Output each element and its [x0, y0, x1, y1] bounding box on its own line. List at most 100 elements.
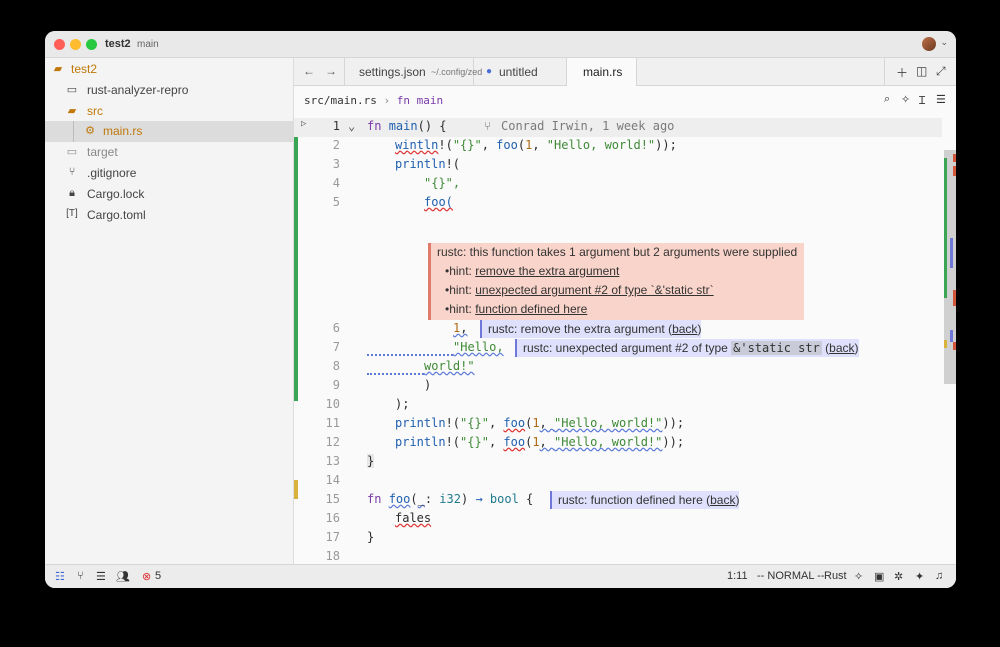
hint-prefix: •hint:	[445, 302, 476, 316]
search-icon[interactable]: ⌕	[884, 93, 891, 105]
hint-link[interactable]: function defined here	[475, 302, 588, 316]
code-token: fn	[367, 492, 389, 506]
code-token: "Hello, world!"	[554, 416, 663, 430]
code-token: bool	[489, 492, 519, 506]
fold-chevron-icon[interactable]: ⌄	[348, 119, 356, 133]
breadcrumb[interactable]: src/main.rs › fn main	[304, 94, 443, 107]
back-link[interactable]: back	[710, 493, 736, 507]
tree-item-src[interactable]: ▰ src	[45, 101, 294, 122]
outline-icon[interactable]: ☰	[96, 571, 106, 583]
inline-assist-icon[interactable]: ✧	[854, 571, 864, 583]
split-pane-icon[interactable]: ◫	[916, 64, 928, 78]
chevron-down-icon[interactable]: ⌄	[940, 37, 948, 47]
tree-item-cargo-lock[interactable]: 🔒︎ Cargo.lock	[45, 184, 294, 205]
scroll-marker-hint	[950, 238, 953, 268]
scroll-marker-error	[953, 342, 956, 350]
diagnostic-text: rustc: unexpected argument #2 of type	[523, 341, 732, 355]
diagnostic-message: rustc: this function takes 1 argument bu…	[437, 245, 798, 259]
tab-settings-json[interactable]: settings.json ~/.config/zed	[344, 58, 482, 86]
cursor-position[interactable]: 1:11	[727, 570, 748, 582]
maximize-window-button[interactable]	[86, 39, 97, 50]
tree-item-rust-analyzer-repro[interactable]: ▭ rust-analyzer-repro	[45, 80, 294, 101]
code-line: 6 1,	[294, 320, 942, 339]
diagnostic-hint[interactable]: •hint: function defined here	[445, 302, 587, 320]
hint-link[interactable]: unexpected argument #2 of type `&'static…	[475, 283, 714, 297]
diagnostic-hint[interactable]: •hint: remove the extra argument	[445, 264, 619, 282]
diagnostic-hint[interactable]: •hint: unexpected argument #2 of type `&…	[445, 283, 714, 301]
code-token: ));	[662, 435, 685, 449]
code-token: ,	[460, 321, 468, 335]
editor-scrollbar[interactable]	[944, 150, 956, 384]
code-line: 18	[294, 548, 942, 564]
code-token: "{}"	[460, 435, 489, 449]
code-token: !(	[438, 138, 453, 152]
tree-item-cargo-toml[interactable]: [T] Cargo.toml	[45, 205, 294, 226]
forward-arrow-icon[interactable]: →	[325, 64, 337, 78]
code-token	[483, 492, 490, 506]
ai-assistant-icon[interactable]: ✦	[915, 571, 925, 583]
code-token: →	[475, 492, 483, 506]
tree-item-gitignore[interactable]: ⑂ .gitignore	[45, 163, 294, 184]
code-token: foo	[503, 435, 526, 449]
project-name[interactable]: test2	[105, 38, 131, 50]
breadcrumb-bar: src/main.rs › fn main ⌕ ✧ Ɪ ☰	[294, 86, 956, 114]
tab-untitled[interactable]: ● untitled	[474, 58, 567, 86]
run-icon[interactable]: ▷	[301, 119, 307, 129]
code-line: 5 foo(	[294, 194, 942, 213]
tree-item-main-rs[interactable]: ⚙ main.rs	[45, 121, 294, 142]
user-avatar[interactable]	[922, 37, 936, 51]
back-arrow-icon[interactable]: ←	[303, 64, 315, 78]
error-circle-icon[interactable]: ⊗	[142, 571, 152, 583]
tab-main-rs[interactable]: main.rs	[567, 58, 637, 87]
back-link[interactable]: back	[672, 322, 698, 336]
debug-icon[interactable]: ✲	[894, 571, 904, 583]
code-token: "Hello, world!"	[554, 435, 663, 449]
minimize-window-button[interactable]	[70, 39, 81, 50]
maximize-icon[interactable]: ⤢	[936, 64, 946, 78]
code-token: "{}",	[424, 176, 461, 190]
tree-root[interactable]: ▰ test2	[45, 59, 294, 80]
inline-blame[interactable]: Conrad Irwin, 1 week ago	[501, 119, 675, 133]
tab-path: ~/.config/zed	[431, 67, 483, 77]
branch-name[interactable]: main	[137, 39, 159, 50]
settings-sliders-icon[interactable]: ☰	[936, 94, 946, 106]
git-branch-icon[interactable]: ⑂	[77, 570, 84, 582]
code-token: world!"	[424, 359, 475, 373]
code-token: "Hello,	[453, 340, 504, 354]
notification-bell-icon[interactable]: ♫	[935, 570, 944, 582]
line-number: 13	[325, 454, 340, 468]
language-selector[interactable]: Rust	[824, 570, 847, 582]
code-line: ▷ 1 ⌄ fn main() { ⑂ Conrad Irwin, 1 week…	[294, 118, 942, 137]
code-token: 1	[453, 321, 461, 335]
code-token: foo(	[424, 195, 453, 209]
code-token: ));	[662, 416, 685, 430]
rust-file-icon: ⚙	[85, 125, 95, 137]
scroll-marker-hint	[950, 330, 953, 342]
plus-icon[interactable]: ＋	[896, 66, 909, 80]
collab-icon[interactable]: 👥︎	[116, 571, 130, 583]
tree-item-label: main.rs	[103, 124, 143, 138]
hint-link[interactable]: remove the extra argument	[475, 264, 620, 278]
code-line: 17 }	[294, 529, 942, 548]
git-icon: ⑂	[68, 166, 76, 178]
hint-prefix: •hint:	[445, 283, 476, 297]
code-editor[interactable]: ▷ 1 ⌄ fn main() { ⑂ Conrad Irwin, 1 week…	[294, 114, 956, 564]
code-token: 1	[532, 416, 540, 430]
folder-open-icon: ▰	[53, 63, 63, 75]
breadcrumb-separator: ›	[383, 94, 391, 107]
code-token: !(	[445, 157, 461, 171]
close-window-button[interactable]	[54, 39, 65, 50]
code-token: (	[525, 435, 533, 449]
line-number: 3	[332, 157, 340, 171]
terminal-icon[interactable]: ▣	[874, 571, 885, 583]
tree-item-target[interactable]: ▭ target	[45, 142, 294, 163]
back-link[interactable]: back	[829, 341, 855, 355]
tree-item-label: Cargo.toml	[87, 208, 146, 222]
error-count[interactable]: 5	[155, 570, 162, 582]
inline-assist-icon[interactable]: ✧	[901, 94, 911, 106]
diagnostic-text: rustc: function defined here (	[558, 493, 711, 507]
code-token: ,	[488, 416, 504, 430]
project-panel-icon[interactable]: ☷	[55, 571, 65, 583]
diagnostic-text: )	[735, 493, 740, 507]
cursor-icon[interactable]: Ɪ	[919, 95, 926, 107]
